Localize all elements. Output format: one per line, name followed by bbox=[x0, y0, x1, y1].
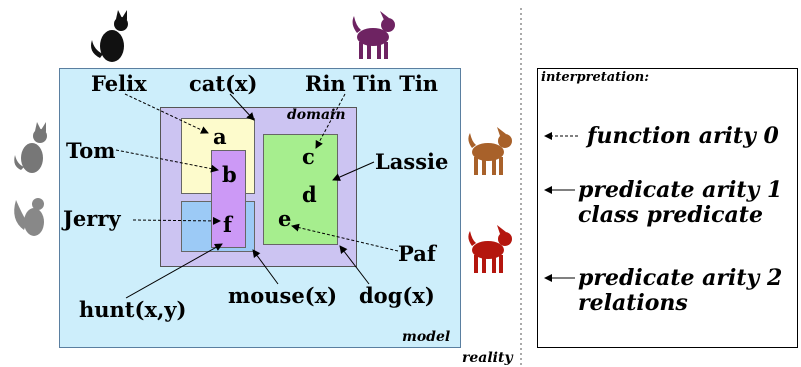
predicate-hunt: hunt(x,y) bbox=[79, 297, 187, 322]
predicate-mouse: mouse(x) bbox=[228, 283, 338, 308]
purple-dog-icon bbox=[352, 11, 395, 59]
gray-cat-icon bbox=[14, 122, 47, 173]
red-dog-icon bbox=[468, 225, 512, 273]
interp-predicate2: predicate arity 2 relations bbox=[578, 265, 783, 317]
element-a: a bbox=[213, 124, 227, 149]
chipmunk-icon bbox=[14, 198, 44, 236]
name-felix: Felix bbox=[91, 71, 147, 96]
arrow-jerry-f bbox=[132, 216, 221, 225]
brown-dog-icon bbox=[468, 127, 512, 175]
arrow-tom-b bbox=[115, 149, 219, 173]
element-e: e bbox=[278, 206, 292, 231]
element-b: b bbox=[222, 162, 237, 187]
black-cat-icon bbox=[91, 10, 128, 62]
dog-set bbox=[263, 134, 338, 245]
arrow-rintintin-c bbox=[315, 93, 346, 149]
reality-label: reality bbox=[462, 350, 513, 366]
name-paf: Paf bbox=[398, 241, 436, 266]
arrow-dog-set bbox=[339, 245, 370, 285]
interp-function-line1: function arity 0 bbox=[587, 123, 779, 149]
interpretation-box bbox=[537, 68, 798, 348]
interp-predicate2-line2: relations bbox=[578, 290, 688, 317]
interp-predicate1: predicate arity 1 class predicate bbox=[578, 177, 783, 229]
arrow-felix-a bbox=[124, 93, 209, 134]
element-f: f bbox=[223, 212, 233, 237]
domain-label: domain bbox=[287, 107, 346, 123]
arrow-hunt-relation bbox=[125, 243, 223, 299]
interpretation-label: interpretation: bbox=[541, 70, 650, 85]
interp-predicate1-line1: predicate arity 1 bbox=[578, 177, 783, 203]
model-label: model bbox=[402, 329, 451, 345]
name-lassie: Lassie bbox=[375, 149, 449, 174]
arrow-mouse-set bbox=[252, 249, 279, 285]
name-rin-tin-tin: Rin Tin Tin bbox=[305, 71, 439, 96]
predicate-dog: dog(x) bbox=[359, 283, 435, 308]
predicate-cat: cat(x) bbox=[189, 71, 258, 96]
name-tom: Tom bbox=[66, 138, 116, 163]
arrow-lassie-dog bbox=[332, 161, 375, 181]
name-jerry: Jerry bbox=[63, 206, 121, 231]
arrow-paf-e bbox=[291, 223, 399, 252]
interp-predicate1-line2: class predicate bbox=[578, 202, 763, 229]
interp-predicate2-line1: predicate arity 2 bbox=[578, 265, 783, 291]
element-d: d bbox=[302, 182, 317, 207]
element-c: c bbox=[302, 144, 315, 169]
interp-function: function arity 0 bbox=[587, 123, 779, 149]
arrow-cat-set bbox=[229, 93, 255, 121]
